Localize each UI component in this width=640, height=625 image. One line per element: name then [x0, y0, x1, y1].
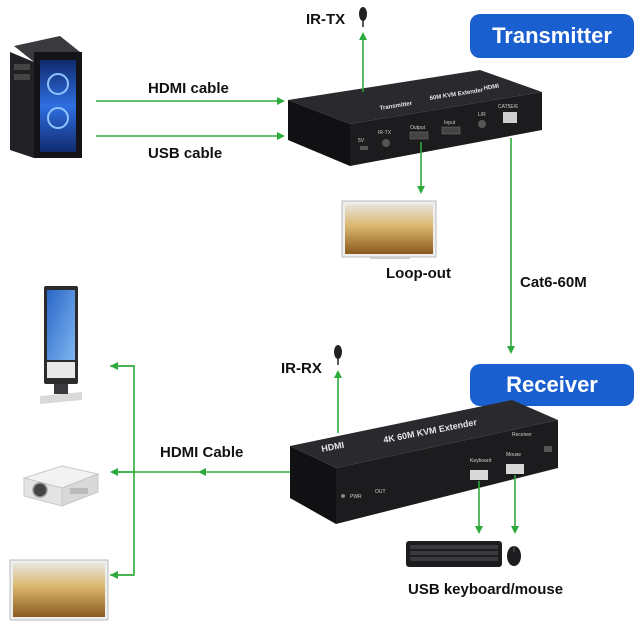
tx-irtx-text: IR-TX: [378, 130, 392, 136]
rx-pwr-led: [341, 494, 345, 498]
tx-lr-text: L/R: [478, 112, 486, 118]
digital-signage-icon: [40, 286, 82, 404]
receiver-device: HDMI 4K 60M KVM Extender Keyboard Mouse …: [290, 400, 558, 524]
loop-out-label: Loop-out: [386, 265, 451, 282]
rx-hdmi-logo: HDMI: [320, 440, 344, 454]
tx-irtx-port: [382, 139, 390, 147]
tv-monitor-icon: [9, 559, 109, 621]
hdmi-cable-label: HDMI cable: [148, 80, 229, 97]
ir-tx-sensor-icon: [359, 7, 367, 27]
ir-rx-label: IR-RX: [281, 360, 322, 377]
tx-5v-port: [360, 146, 368, 150]
rx-pwr-text: PWR: [350, 494, 362, 500]
pc-tower-icon: [10, 36, 82, 158]
usb-keyboard-mouse-label: USB keyboard/mouse: [408, 581, 563, 598]
rx-out-text: OUT: [375, 489, 386, 495]
rx-receiver-text: Receiver: [512, 432, 532, 438]
tx-lr-port: [478, 120, 486, 128]
tx-cat-text: CAT5E/6: [498, 104, 518, 110]
transmitter-device: Transmitter 60M KVM Extender HDMI 5V IR-…: [288, 70, 542, 166]
tx-output-text: Output: [410, 125, 426, 131]
rx-mouse-text: Mouse: [506, 452, 521, 458]
tx-transmitter-text: Transmitter: [379, 101, 413, 112]
tx-hdmi-logo: HDMI: [483, 84, 499, 92]
ir-tx-label: IR-TX: [306, 11, 345, 28]
rx-keyboard-text: Keyboard: [470, 458, 492, 464]
rx-mouse-port: [506, 464, 524, 474]
receiver-badge: Receiver: [470, 364, 634, 406]
projector-icon: [22, 465, 100, 507]
transmitter-badge: Transmitter: [470, 14, 634, 58]
ir-rx-sensor-icon: [334, 345, 342, 365]
loop-out-monitor-icon: [341, 200, 437, 259]
tx-output-port: [409, 131, 429, 140]
rx-keyboard-port: [470, 470, 488, 480]
tx-input-text: Input: [444, 120, 456, 126]
cat6-label: Cat6-60M: [520, 274, 587, 291]
tx-input-port: [441, 126, 461, 135]
receiver-title: Receiver: [506, 372, 598, 397]
keyboard-icon: [406, 541, 502, 567]
usb-cable-label: USB cable: [148, 145, 222, 162]
rx-receiver-port: [544, 446, 552, 452]
display-bracket: [110, 365, 135, 576]
mouse-icon: [507, 546, 521, 566]
hdmi-cable-bottom-label: HDMI Cable: [160, 444, 243, 461]
tx-5v-text: 5V: [358, 138, 365, 144]
transmitter-title: Transmitter: [492, 23, 612, 48]
tx-rj45-port: [503, 112, 517, 123]
